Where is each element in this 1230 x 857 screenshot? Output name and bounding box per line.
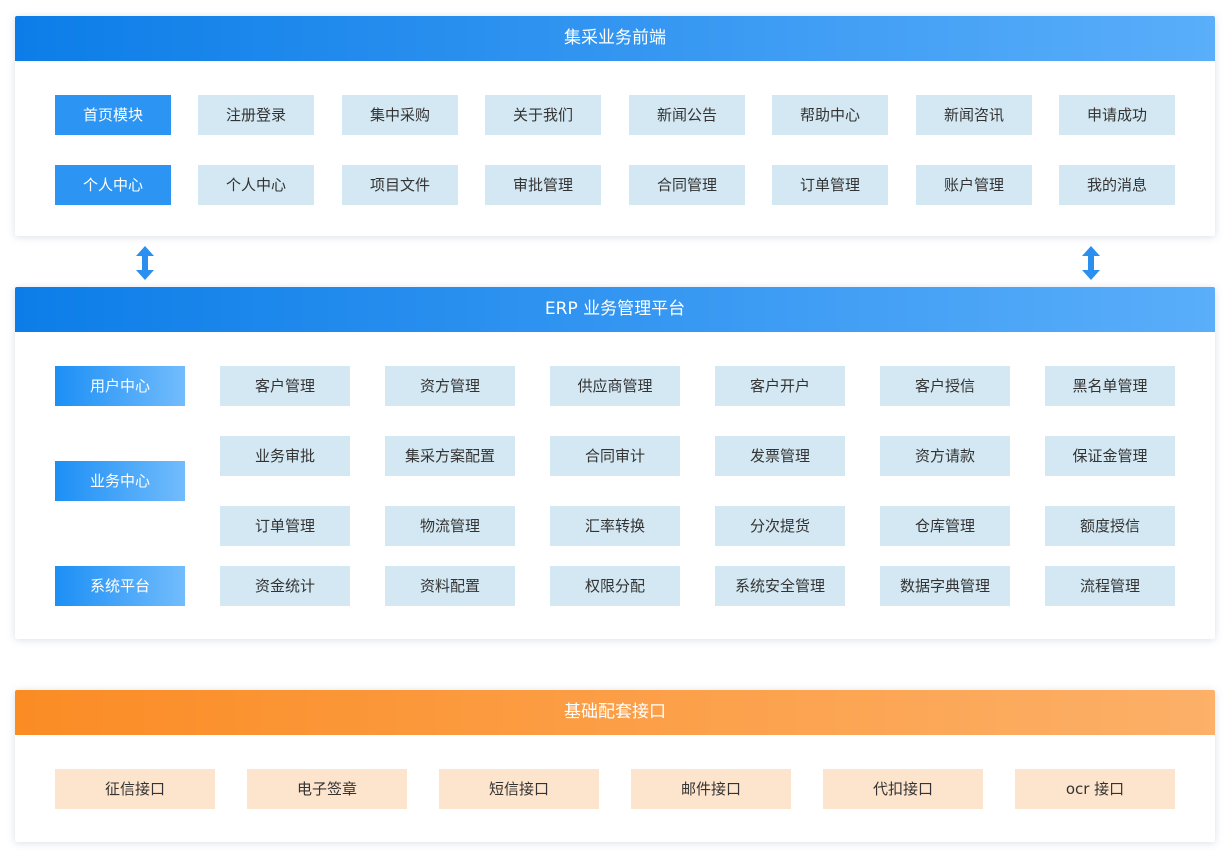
- frontend-item[interactable]: 申请成功: [1059, 95, 1175, 135]
- erp-item[interactable]: 合同审计: [550, 436, 680, 476]
- erp-item[interactable]: 黑名单管理: [1045, 366, 1175, 406]
- frontend-item[interactable]: 新闻公告: [629, 95, 745, 135]
- erp-category-business-center[interactable]: 业务中心: [55, 461, 185, 501]
- base-item[interactable]: 代扣接口: [823, 769, 983, 809]
- frontend-title: 集采业务前端: [15, 16, 1215, 61]
- base-item[interactable]: ocr 接口: [1015, 769, 1175, 809]
- erp-item[interactable]: 客户授信: [880, 366, 1010, 406]
- erp-item[interactable]: 数据字典管理: [880, 566, 1010, 606]
- frontend-item[interactable]: 注册登录: [198, 95, 314, 135]
- erp-category-user-center[interactable]: 用户中心: [55, 366, 185, 406]
- frontend-item[interactable]: 集中采购: [342, 95, 458, 135]
- erp-item[interactable]: 保证金管理: [1045, 436, 1175, 476]
- erp-item[interactable]: 分次提货: [715, 506, 845, 546]
- frontend-item[interactable]: 审批管理: [485, 165, 601, 205]
- erp-title: ERP 业务管理平台: [15, 287, 1215, 332]
- erp-item[interactable]: 业务审批: [220, 436, 350, 476]
- frontend-item[interactable]: 账户管理: [916, 165, 1032, 205]
- erp-item[interactable]: 仓库管理: [880, 506, 1010, 546]
- erp-item[interactable]: 汇率转换: [550, 506, 680, 546]
- erp-item[interactable]: 额度授信: [1045, 506, 1175, 546]
- frontend-item[interactable]: 订单管理: [772, 165, 888, 205]
- frontend-item[interactable]: 关于我们: [485, 95, 601, 135]
- frontend-panel: 集采业务前端 首页模块 注册登录 集中采购 关于我们 新闻公告 帮助中心 新闻咨…: [15, 16, 1215, 236]
- erp-item[interactable]: 资方请款: [880, 436, 1010, 476]
- frontend-item[interactable]: 项目文件: [342, 165, 458, 205]
- frontend-category-home[interactable]: 首页模块: [55, 95, 171, 135]
- double-arrow-vertical-icon: [1082, 246, 1100, 280]
- erp-item[interactable]: 客户管理: [220, 366, 350, 406]
- erp-item[interactable]: 发票管理: [715, 436, 845, 476]
- frontend-item[interactable]: 个人中心: [198, 165, 314, 205]
- base-item[interactable]: 短信接口: [439, 769, 599, 809]
- base-panel: 基础配套接口 征信接口 电子签章 短信接口 邮件接口 代扣接口 ocr 接口: [15, 690, 1215, 842]
- frontend-item[interactable]: 合同管理: [629, 165, 745, 205]
- frontend-category-personal[interactable]: 个人中心: [55, 165, 171, 205]
- erp-item[interactable]: 流程管理: [1045, 566, 1175, 606]
- frontend-item[interactable]: 我的消息: [1059, 165, 1175, 205]
- erp-item[interactable]: 客户开户: [715, 366, 845, 406]
- frontend-item[interactable]: 新闻咨讯: [916, 95, 1032, 135]
- frontend-item[interactable]: 帮助中心: [772, 95, 888, 135]
- double-arrow-vertical-icon: [136, 246, 154, 280]
- erp-item[interactable]: 供应商管理: [550, 366, 680, 406]
- base-item[interactable]: 电子签章: [247, 769, 407, 809]
- erp-item[interactable]: 物流管理: [385, 506, 515, 546]
- erp-panel: ERP 业务管理平台 用户中心 业务中心 系统平台 客户管理 资方管理 供应商管…: [15, 287, 1215, 639]
- erp-item[interactable]: 资料配置: [385, 566, 515, 606]
- erp-item[interactable]: 订单管理: [220, 506, 350, 546]
- erp-item[interactable]: 系统安全管理: [715, 566, 845, 606]
- base-title: 基础配套接口: [15, 690, 1215, 735]
- base-item[interactable]: 邮件接口: [631, 769, 791, 809]
- erp-item[interactable]: 权限分配: [550, 566, 680, 606]
- erp-item[interactable]: 集采方案配置: [385, 436, 515, 476]
- erp-item[interactable]: 资金统计: [220, 566, 350, 606]
- erp-category-system-platform[interactable]: 系统平台: [55, 566, 185, 606]
- base-item[interactable]: 征信接口: [55, 769, 215, 809]
- erp-item[interactable]: 资方管理: [385, 366, 515, 406]
